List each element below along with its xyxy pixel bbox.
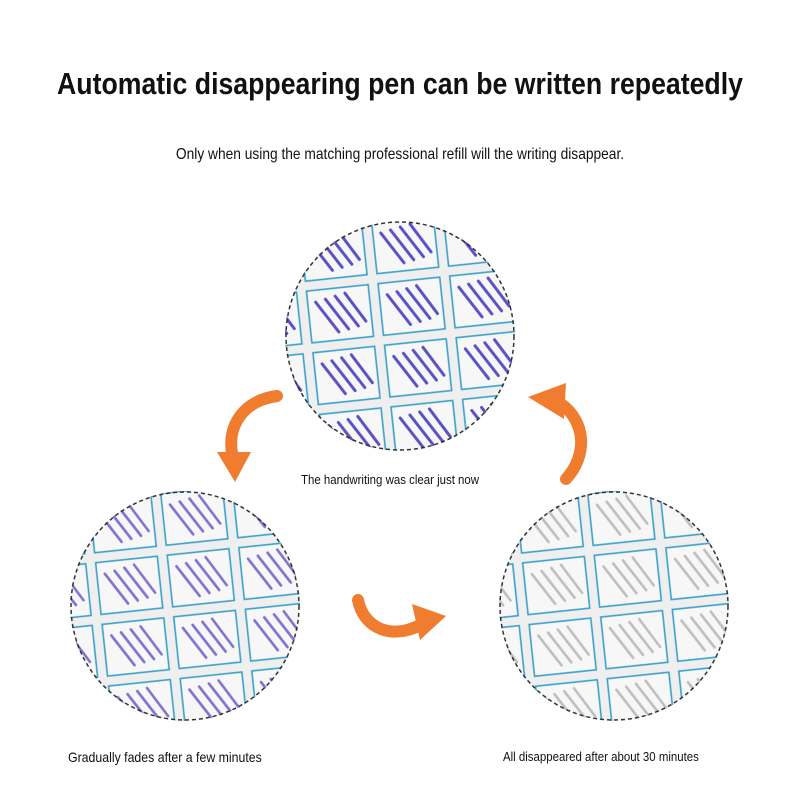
grid-sample-clear	[285, 221, 515, 451]
curved-arrow-icon	[352, 594, 446, 640]
caption-fading: Gradually fades after a few minutes	[68, 749, 262, 765]
lens-fading-handwriting	[70, 491, 300, 721]
page-title: Automatic disappearing pen can be writte…	[57, 66, 743, 101]
curved-arrow-icon	[217, 390, 283, 482]
page-subtitle: Only when using the matching professiona…	[175, 146, 625, 163]
caption-clear: The handwriting was clear just now	[301, 472, 480, 487]
grid-sample-gone	[499, 491, 729, 721]
curved-arrow-icon	[528, 383, 587, 485]
lens-clear-handwriting	[285, 221, 515, 451]
caption-gone: All disappeared after about 30 minutes	[503, 749, 699, 764]
grid-sample-fading	[70, 491, 300, 721]
lens-disappeared-handwriting	[499, 491, 729, 721]
